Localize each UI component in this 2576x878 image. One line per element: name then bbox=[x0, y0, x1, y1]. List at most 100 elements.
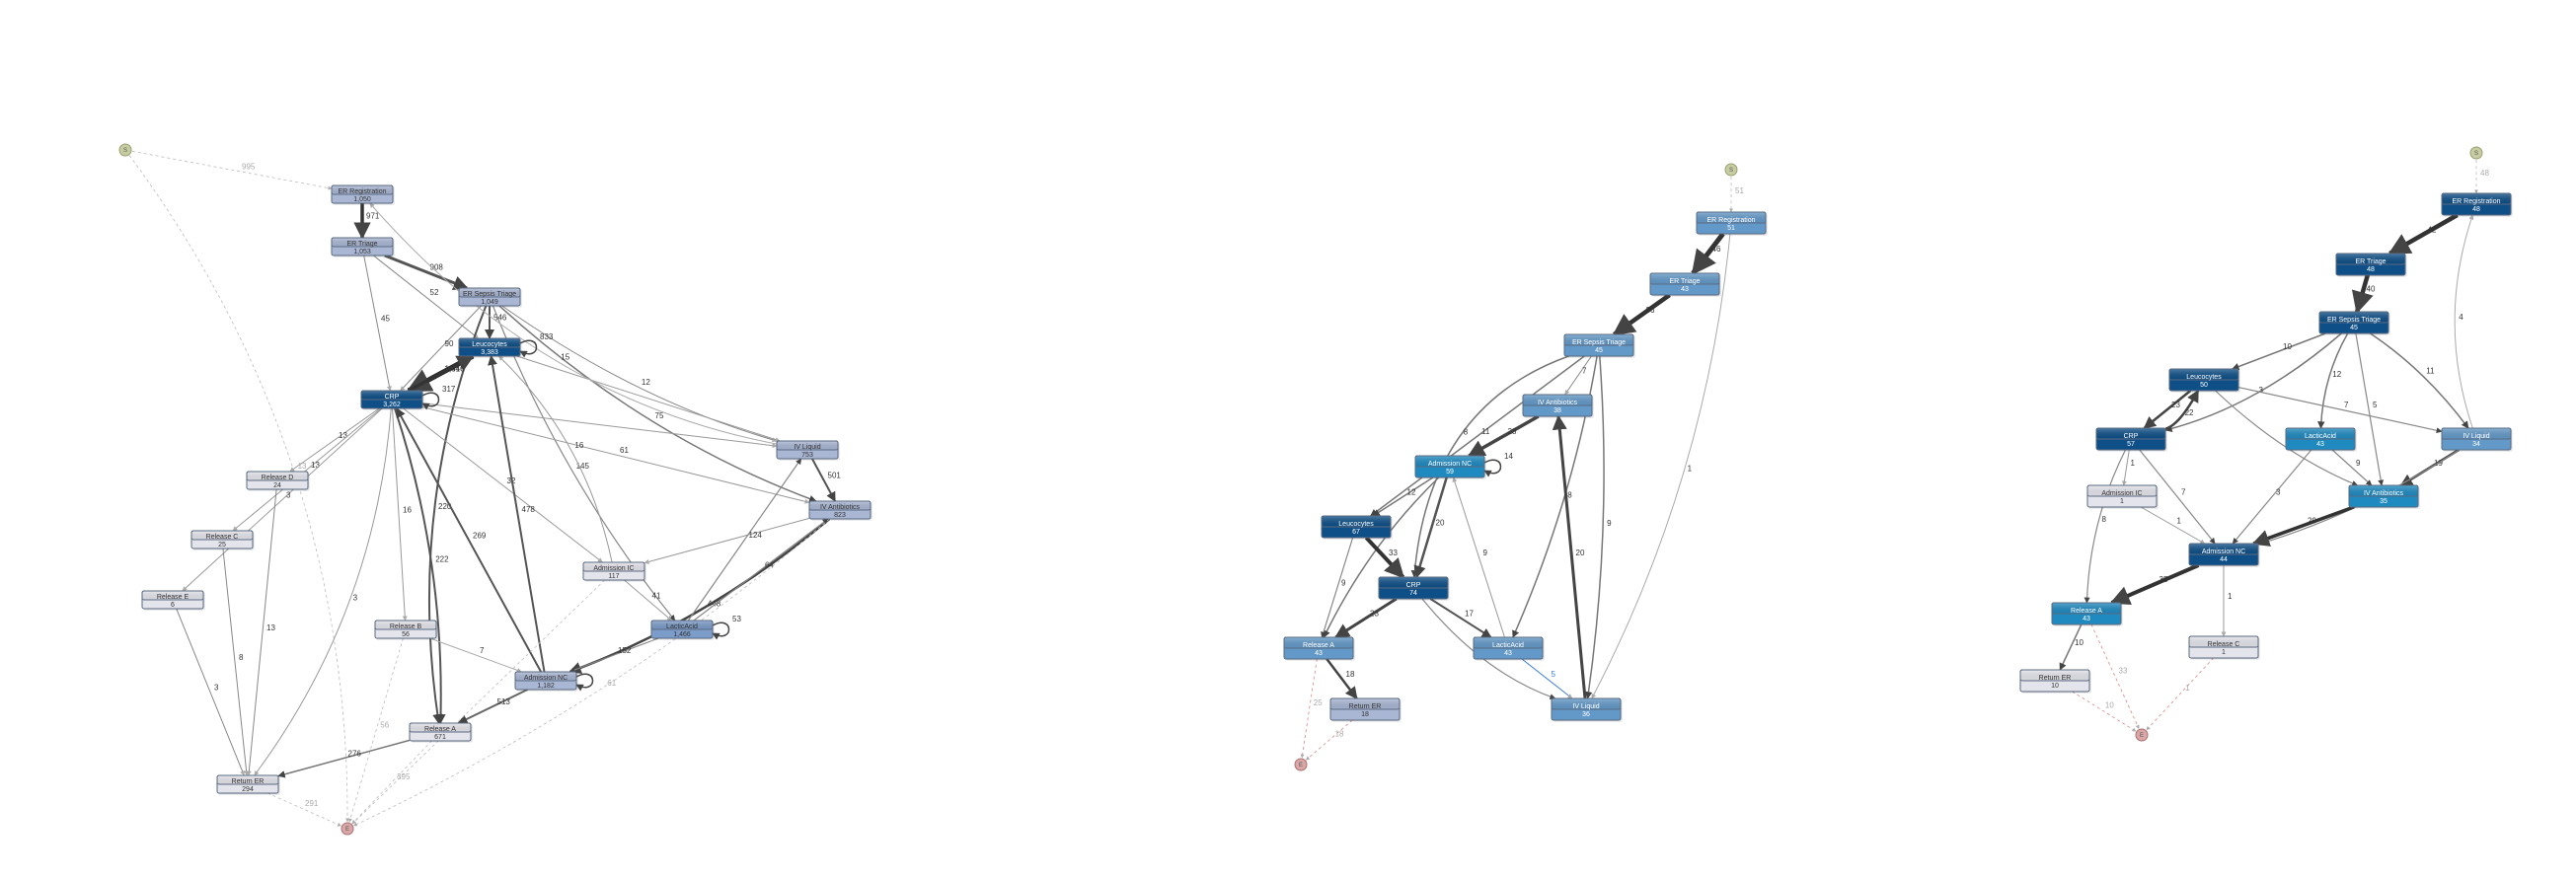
edge-label: 23 bbox=[1370, 610, 1379, 619]
node-gloss bbox=[2441, 192, 2512, 205]
node-count: 1,049 bbox=[481, 299, 498, 306]
activity-node-release-e[interactable]: Release E6 bbox=[141, 590, 205, 611]
activity-node-release-d[interactable]: Release D24 bbox=[246, 471, 310, 491]
edge-crp-to-ret_er bbox=[254, 407, 392, 776]
edge-crp-to-rel_b bbox=[392, 407, 408, 622]
edge-label: 8 bbox=[239, 653, 244, 662]
node-name: IV Antibiotics bbox=[1538, 400, 1578, 406]
node-gloss bbox=[2441, 427, 2512, 440]
node-gloss bbox=[1551, 697, 1622, 710]
node-gloss bbox=[190, 530, 254, 541]
activity-node-admission-ic[interactable]: Admission IC1 bbox=[2086, 484, 2159, 509]
start-node[interactable]: S bbox=[118, 143, 132, 157]
start-circle bbox=[1724, 163, 1738, 177]
edge-er_sepsis-to-crp bbox=[1410, 355, 1569, 578]
edge-label: 7 bbox=[2181, 488, 2186, 497]
edge-iv_anti-to-adm_ic bbox=[644, 517, 810, 564]
edge-label: 3 bbox=[2259, 386, 2264, 395]
node-name: Admission NC bbox=[1428, 461, 1472, 468]
activity-node-release-c[interactable]: Release C25 bbox=[190, 530, 255, 550]
edge-label: 90 bbox=[445, 339, 454, 348]
node-gloss bbox=[1414, 455, 1485, 468]
node-name: Return ER bbox=[1349, 703, 1382, 710]
edge-label: 41 bbox=[652, 592, 661, 601]
edge-label: 995 bbox=[242, 162, 256, 171]
edge-label: 3 bbox=[286, 491, 291, 500]
activity-node-admission-nc[interactable]: Admission NC1,182 bbox=[514, 671, 578, 692]
node-name: IV Antibiotics bbox=[820, 504, 861, 511]
edge-crp-to-iv_liquid bbox=[1421, 598, 1556, 700]
node-count: 1,050 bbox=[353, 196, 371, 203]
node-name: Admission NC bbox=[524, 675, 568, 682]
edge-label: 22 bbox=[2185, 408, 2194, 417]
edge-leuco-to-crp bbox=[1364, 536, 1405, 579]
edge-er_triage-to-leuco bbox=[373, 255, 479, 339]
edge-er_sepsis-to-iv_anti bbox=[1564, 355, 1592, 396]
edge-leuco-to-rel_a bbox=[1321, 537, 1354, 638]
edge-rel_a-to-end bbox=[2090, 623, 2140, 729]
end-node[interactable]: E bbox=[2135, 728, 2149, 742]
edge-label: 46 bbox=[1712, 245, 1721, 254]
node-name: LacticAcid bbox=[2305, 433, 2336, 440]
activity-node-release-a[interactable]: Release A43 bbox=[2051, 602, 2123, 626]
node-name: ER Triage bbox=[346, 241, 377, 248]
edge-lactic-to-iv_anti bbox=[2331, 449, 2373, 486]
edge-label: 3 bbox=[214, 684, 219, 693]
node-count: 43 bbox=[1504, 650, 1512, 657]
node-gloss bbox=[458, 287, 521, 298]
edge-label: 5 bbox=[1552, 670, 1556, 679]
edge-label: 478 bbox=[522, 505, 536, 514]
edge-lactic-to-iv_anti bbox=[693, 518, 829, 622]
activity-node-release-b[interactable]: Release B56 bbox=[374, 620, 438, 640]
activity-node-release-c[interactable]: Release C1 bbox=[2188, 635, 2260, 660]
activity-node-release-a[interactable]: Release A43 bbox=[1283, 636, 1355, 661]
edge-label: 971 bbox=[366, 212, 380, 221]
edge-er_triage-to-er_sepsis bbox=[384, 254, 469, 291]
node-gloss bbox=[650, 620, 714, 630]
end-node[interactable]: E bbox=[1294, 758, 1308, 771]
start-node[interactable]: S bbox=[2469, 146, 2483, 160]
end-node[interactable]: E bbox=[341, 822, 354, 836]
node-name: IV Liquid bbox=[1572, 703, 1599, 710]
edge-start-to-end bbox=[128, 155, 350, 823]
start-node[interactable]: S bbox=[1724, 163, 1738, 177]
edge-label: 48 bbox=[2480, 169, 2489, 178]
edge-lactic-to-adm_nc bbox=[1452, 476, 1505, 638]
node-gloss bbox=[1563, 333, 1634, 346]
self-loop-label: 14 bbox=[1504, 452, 1513, 461]
edge-leuco-to-iv_anti bbox=[2215, 390, 2359, 486]
node-gloss bbox=[331, 237, 394, 248]
edge-iv_liquid-to-er_reg bbox=[2454, 214, 2474, 429]
